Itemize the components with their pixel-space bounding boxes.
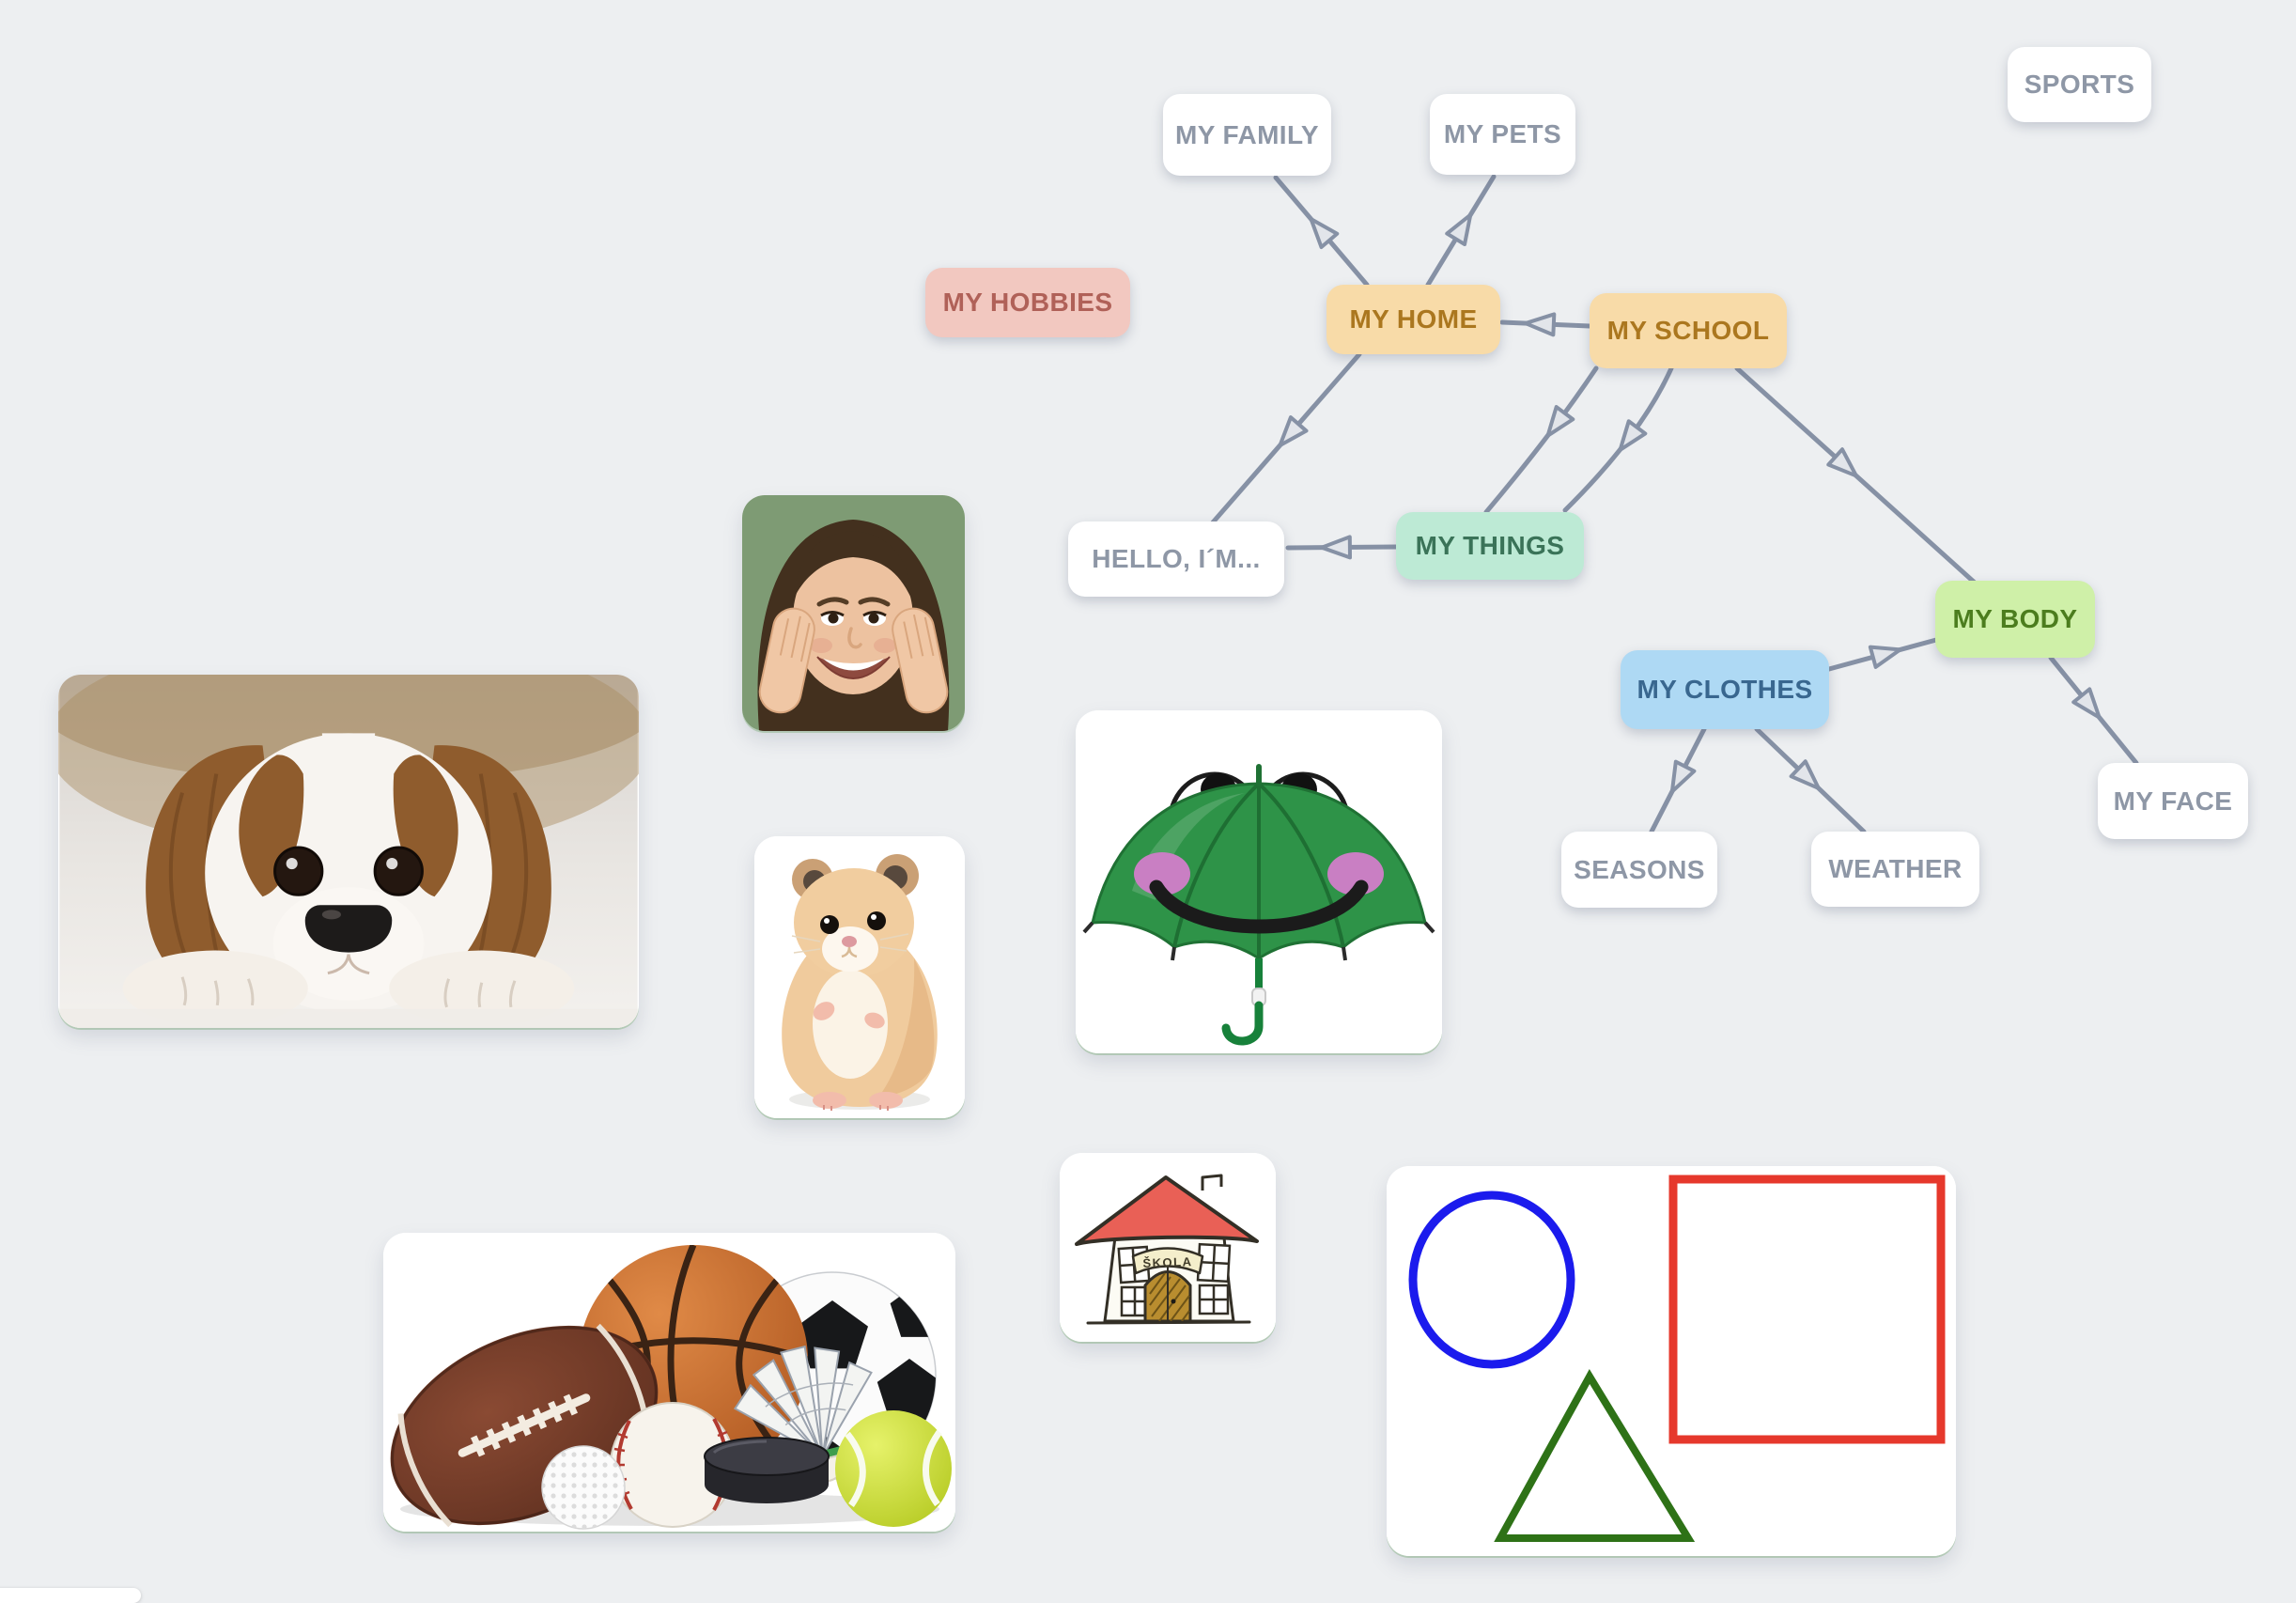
school-sign-text: ŠKOLA: [1142, 1254, 1192, 1270]
baseball: [610, 1402, 736, 1528]
connector-my-clothes-my-body[interactable]: [1826, 637, 1939, 672]
connector-arrowhead: [2071, 687, 2102, 720]
node-my-things[interactable]: MY THINGS: [1396, 512, 1584, 580]
connector-arrowhead: [1523, 312, 1557, 337]
green-triangle-shape: [1494, 1369, 1696, 1542]
shapes-drawing-card[interactable]: [1387, 1166, 1956, 1556]
red-square-shape: [1668, 1175, 1946, 1444]
connector-my-home-hello[interactable]: [1210, 351, 1362, 525]
connector-arrowhead: [1618, 419, 1648, 452]
node-my-clothes[interactable]: MY CLOTHES: [1621, 650, 1829, 729]
umbrella-photo-card[interactable]: [1076, 710, 1442, 1053]
node-seasons-label: SEASONS: [1574, 854, 1705, 884]
connector-my-things-hello[interactable]: [1285, 535, 1399, 560]
connector-my-clothes-seasons[interactable]: [1649, 726, 1707, 834]
connector-arrowhead: [1445, 212, 1473, 247]
node-my-home[interactable]: MY HOME: [1326, 285, 1500, 354]
node-my-school-label: MY SCHOOL: [1606, 316, 1770, 345]
scrollbar-thumb[interactable]: [0, 1588, 141, 1603]
connector-my-body-my-face[interactable]: [2048, 655, 2139, 766]
golf-ball: [541, 1445, 626, 1530]
sports-photo-illustration: [383, 1233, 955, 1532]
node-seasons[interactable]: SEASONS: [1561, 832, 1717, 908]
node-my-family-label: MY FAMILY: [1175, 119, 1319, 149]
tennis-ball: [835, 1410, 952, 1527]
woman-photo-illustration: [742, 495, 965, 731]
node-my-clothes-label: MY CLOTHES: [1637, 675, 1813, 704]
sports-photo-card[interactable]: [383, 1233, 955, 1532]
node-my-things-label: MY THINGS: [1415, 531, 1565, 560]
connector-arrowhead: [1319, 535, 1352, 560]
dog-photo-card[interactable]: [58, 675, 639, 1028]
connector-arrowhead: [1278, 415, 1309, 447]
node-sports-label: SPORTS: [2024, 70, 2135, 99]
hamster-photo-illustration: [754, 836, 965, 1118]
node-hello-im-label: HELLO, I´M...: [1092, 544, 1261, 573]
connector-arrowhead: [1545, 405, 1575, 438]
node-my-body-label: MY BODY: [1952, 604, 2078, 633]
connector-my-school-my-home[interactable]: [1499, 312, 1592, 337]
blue-circle-shape: [1408, 1191, 1575, 1369]
node-sports[interactable]: SPORTS: [2008, 47, 2151, 122]
node-my-hobbies-label: MY HOBBIES: [942, 288, 1113, 317]
hamster-photo-card[interactable]: [754, 836, 965, 1118]
dog-photo-illustration: [58, 675, 639, 1028]
node-my-face-label: MY FACE: [2113, 786, 2233, 816]
node-weather[interactable]: WEATHER: [1811, 832, 1979, 907]
hockey-puck: [704, 1437, 830, 1503]
connector-my-clothes-weather[interactable]: [1754, 726, 1867, 834]
connector-arrowhead: [1868, 645, 1902, 669]
connector-arrowhead: [1826, 447, 1858, 478]
connector-arrowhead: [1669, 759, 1697, 794]
connector-my-school-my-body[interactable]: [1734, 366, 1978, 586]
connector-my-home-my-pets[interactable]: [1425, 174, 1497, 288]
shapes-drawing-illustration: [1387, 1166, 1956, 1556]
node-my-pets[interactable]: MY PETS: [1430, 94, 1575, 175]
node-my-body[interactable]: MY BODY: [1935, 581, 2095, 658]
node-weather-label: WEATHER: [1828, 854, 1962, 883]
node-my-face[interactable]: MY FACE: [2098, 763, 2248, 839]
connector-my-home-my-family[interactable]: [1273, 175, 1370, 288]
connector-my-school-my-things[interactable]: [1483, 366, 1599, 515]
connector-arrowhead: [1789, 759, 1821, 790]
connector-my-school-my-things[interactable]: [1562, 366, 1674, 513]
house-drawing-illustration: ŠKOLA: [1060, 1153, 1276, 1342]
umbrella-photo-illustration: [1076, 710, 1442, 1053]
woman-photo-card[interactable]: [742, 495, 965, 731]
node-my-pets-label: MY PETS: [1443, 119, 1562, 148]
node-my-family[interactable]: MY FAMILY: [1163, 94, 1331, 176]
node-my-hobbies[interactable]: MY HOBBIES: [925, 268, 1130, 337]
node-hello-im[interactable]: HELLO, I´M...: [1068, 521, 1284, 597]
node-my-home-label: MY HOME: [1349, 304, 1478, 334]
house-drawing-card[interactable]: ŠKOLA: [1060, 1153, 1276, 1342]
connector-arrowhead: [1309, 217, 1340, 250]
node-my-school[interactable]: MY SCHOOL: [1590, 293, 1787, 368]
